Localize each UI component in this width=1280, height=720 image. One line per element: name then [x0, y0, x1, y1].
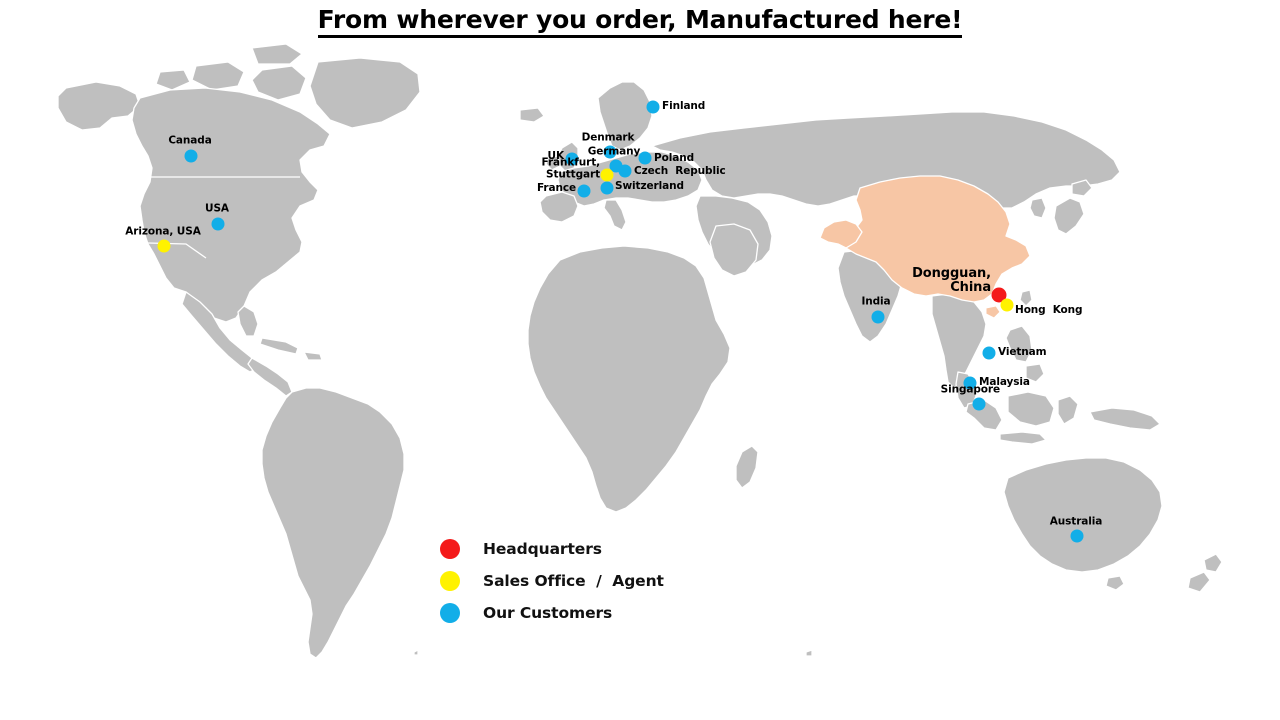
island-ireland [545, 155, 561, 171]
island-sulawesi [1057, 395, 1079, 425]
country-japan [1053, 197, 1085, 235]
map-label-malaysia: Malaysia [979, 376, 1030, 389]
island-new-guinea [1089, 407, 1161, 431]
island-speck-pacific-a [805, 649, 813, 657]
map-marker-czech-republic[interactable] [618, 164, 632, 178]
sales-office-dot-icon [440, 571, 460, 591]
map-label-india: India [861, 295, 891, 308]
map-label-dongguan-china: Dongguan, China [912, 265, 991, 295]
island-new-zealand-north [1203, 553, 1223, 573]
map-label-denmark: Denmark [581, 131, 635, 144]
map-marker-australia[interactable] [1070, 529, 1084, 543]
map-label-canada: Canada [168, 134, 212, 147]
region-scandinavia [597, 81, 653, 151]
region-arabia [709, 223, 759, 277]
island-victoria [191, 61, 245, 91]
island-tasmania [1105, 575, 1125, 591]
map-legend: Headquarters Sales Office / Agent Our Cu… [440, 533, 664, 629]
island-mindanao [1025, 363, 1045, 383]
island-taiwan [1019, 289, 1033, 307]
map-marker-frankfurt-stuttgart[interactable] [600, 168, 614, 182]
map-marker-vietnam[interactable] [982, 346, 996, 360]
map-label-singapore: Singapore [940, 383, 1000, 396]
legend-label-customers: Our Customers [483, 604, 613, 622]
continent-africa [527, 245, 731, 513]
island-java [999, 431, 1047, 445]
continent-south-america [261, 387, 405, 659]
map-marker-india[interactable] [871, 310, 885, 324]
legend-item-customers: Our Customers [440, 597, 664, 629]
map-marker-singapore[interactable] [972, 397, 986, 411]
highlight-layer [819, 175, 1031, 319]
island-iceland [519, 107, 545, 123]
map-label-czech-republic: Czech Republic [634, 165, 726, 178]
map-marker-finland[interactable] [646, 100, 660, 114]
map-marker-switzerland[interactable] [600, 181, 614, 195]
region-continental-europe [557, 151, 703, 207]
map-label-vietnam: Vietnam [998, 346, 1047, 359]
map-marker-hong-kong[interactable] [1000, 298, 1014, 312]
continent-australia [1003, 457, 1163, 573]
map-label-arizona-usa: Arizona, USA [125, 225, 201, 238]
island-madagascar [735, 445, 759, 489]
map-label-usa: USA [205, 202, 229, 215]
map-label-hong-kong: Hong Kong [1015, 304, 1083, 317]
map-marker-denmark[interactable] [603, 145, 617, 159]
region-italy [603, 199, 627, 231]
legend-label-headquarters: Headquarters [483, 540, 602, 558]
legend-item-sales-office: Sales Office / Agent [440, 565, 664, 597]
map-marker-france[interactable] [577, 184, 591, 198]
island-baffin [251, 65, 307, 101]
map-label-finland: Finland [662, 100, 706, 113]
map-label-germany: Germany [587, 145, 641, 158]
map-marker-usa[interactable] [211, 217, 225, 231]
map-marker-poland[interactable] [638, 151, 652, 165]
island-ellesmere [251, 43, 303, 65]
map-marker-malaysia[interactable] [963, 376, 977, 390]
region-central-america [247, 357, 293, 397]
map-label-frankfurt-stuttgart: Frankfurt, Stuttgart [541, 156, 601, 181]
legend-label-sales-office: Sales Office / Agent [483, 572, 664, 590]
page-title: From wherever you order, Manufactured he… [317, 6, 963, 39]
region-alaska [57, 81, 141, 131]
country-canada-usa [131, 87, 331, 323]
island-speck-atlantic-a [413, 649, 419, 656]
legend-item-headquarters: Headquarters [440, 533, 664, 565]
customer-dot-icon [440, 603, 460, 623]
country-china-hainan [985, 305, 1001, 319]
region-iberia [539, 191, 579, 223]
country-greenland [309, 57, 421, 129]
map-label-uk: UK [547, 150, 565, 163]
island-hokkaido [1071, 179, 1093, 197]
map-marker-canada[interactable] [184, 149, 198, 163]
map-label-poland: Poland [654, 152, 694, 165]
island-hispaniola [303, 351, 323, 361]
country-china-xinjiang [819, 219, 863, 249]
island-borneo [1007, 391, 1055, 427]
region-florida [237, 305, 259, 337]
island-philippines [1005, 325, 1033, 363]
island-new-zealand-south [1187, 571, 1211, 593]
map-marker-arizona-usa[interactable] [157, 239, 171, 253]
map-marker-uk[interactable] [565, 152, 579, 166]
title-bar: From wherever you order, Manufactured he… [0, 0, 1280, 44]
map-label-france: France [537, 182, 576, 195]
landmasses [57, 43, 1223, 659]
map-label-australia: Australia [1049, 515, 1103, 528]
headquarters-dot-icon [440, 539, 460, 559]
region-korea [1029, 197, 1047, 219]
map-label-switzerland: Switzerland [615, 180, 684, 193]
island-banks [155, 69, 191, 91]
island-cuba [259, 337, 299, 355]
